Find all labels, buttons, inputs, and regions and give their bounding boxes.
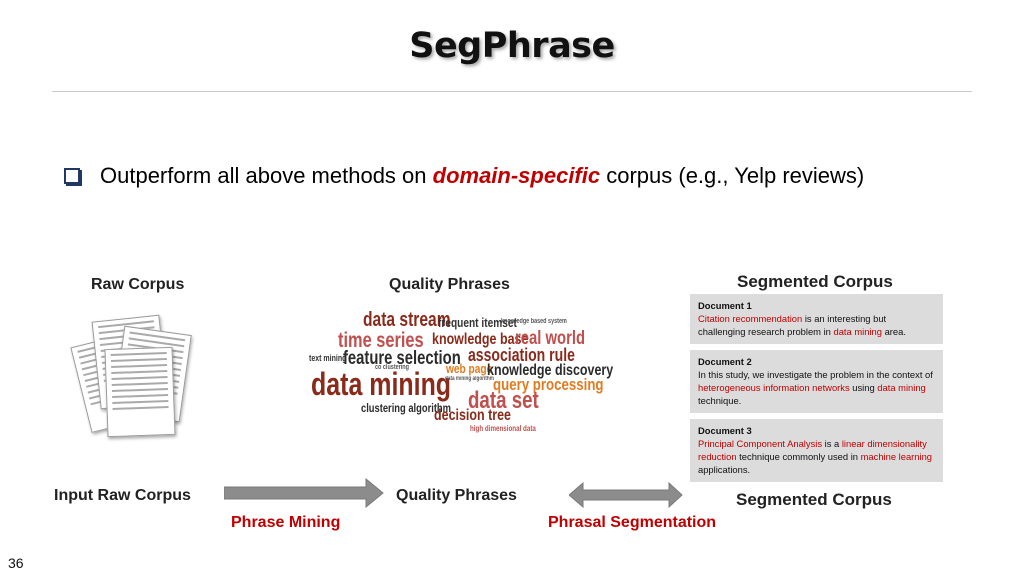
cloud-word: high dimensional data — [470, 424, 536, 433]
cloud-word: co clustering — [375, 364, 409, 371]
quality-phrases-label: Quality Phrases — [396, 487, 517, 504]
cloud-word: knowledge base — [432, 331, 529, 348]
document-heading: Document 3 — [698, 425, 752, 436]
cloud-word: knowledge based system — [501, 318, 567, 325]
cloud-word: frequent itemset — [438, 315, 517, 330]
highlighted-phrase: linear dimensionality reduction — [698, 438, 927, 462]
bullet-emphasis: domain-specific — [432, 163, 601, 188]
document-text: area. — [881, 326, 906, 337]
raw-corpus-heading: Raw Corpus — [91, 276, 185, 293]
segmented-corpus-heading: Segmented Corpus — [737, 272, 893, 291]
highlighted-phrase: machine learning — [860, 451, 933, 462]
cloud-word: feature selection — [343, 348, 461, 369]
phrase-mining-label: Phrase Mining — [231, 514, 341, 531]
document-body: Principal Component Analysis is a linear… — [698, 437, 935, 476]
document-heading: Document 2 — [698, 356, 752, 367]
highlighted-phrase: Principal Component Analysis — [698, 438, 823, 449]
cloud-word: real world — [515, 328, 586, 349]
input-raw-corpus-label: Input Raw Corpus — [54, 487, 191, 504]
cloud-word: clustering algorithm — [361, 401, 451, 415]
bullet-text: Outperform all above methods on domain-s… — [100, 160, 964, 192]
cloud-word: web page — [446, 361, 493, 376]
cloud-word: query processing — [493, 375, 604, 394]
document-text: technique. — [698, 395, 742, 406]
cloud-word: time series — [338, 329, 424, 352]
cloud-word: data mining — [311, 366, 452, 402]
raw-documents-image — [70, 308, 198, 438]
cloud-word: data set — [468, 387, 539, 414]
checkbox-bullet-icon — [64, 168, 80, 184]
document-text: In this study, we investigate the proble… — [698, 369, 933, 380]
cloud-word: decision tree — [434, 407, 511, 424]
bullet-point: Outperform all above methods on domain-s… — [64, 160, 964, 192]
segmented-corpus-label: Segmented Corpus — [736, 490, 892, 509]
highlighted-phrase: heterogeneous information networks — [698, 382, 850, 393]
document-text: applications. — [698, 464, 751, 475]
cloud-word: data mining algorithm — [445, 376, 494, 382]
double-arrow-icon — [569, 482, 683, 508]
highlighted-phrase: Citation recommendation — [698, 313, 803, 324]
highlighted-phrase: data mining — [833, 326, 882, 337]
document-text: is a — [822, 438, 842, 449]
document-body: In this study, we investigate the proble… — [698, 368, 935, 407]
page-number: 36 — [8, 555, 24, 571]
cloud-word: text mining — [309, 353, 347, 363]
document-text: using — [849, 382, 878, 393]
document-text: is an interesting but challenging resear… — [698, 313, 887, 337]
document-heading: Document 1 — [698, 300, 752, 311]
document-card: Document 2 In this study, we investigate… — [690, 350, 943, 413]
highlighted-phrase: data mining — [877, 382, 926, 393]
paper-page — [104, 346, 176, 438]
cloud-word: data stream — [363, 309, 451, 331]
document-card: Document 3 Principal Component Analysis … — [690, 419, 943, 482]
title-divider — [52, 91, 972, 92]
document-card: Document 1 Citation recommendation is an… — [690, 294, 943, 344]
phrase-word-cloud: data stream frequent itemset knowledge b… — [305, 306, 613, 436]
cloud-word: association rule — [468, 345, 575, 365]
phrasal-segmentation-label: Phrasal Segmentation — [548, 514, 717, 531]
document-body: Citation recommendation is an interestin… — [698, 312, 935, 338]
bullet-prefix: Outperform all above methods on — [100, 163, 433, 188]
bullet-suffix: corpus (e.g., Yelp reviews) — [600, 163, 865, 188]
slide-title: SegPhrase — [409, 26, 615, 66]
document-text: technique commonly used in — [736, 451, 861, 462]
quality-phrases-heading: Quality Phrases — [389, 276, 510, 293]
right-arrow-icon — [224, 478, 384, 508]
cloud-word: knowledge discovery — [487, 362, 614, 379]
